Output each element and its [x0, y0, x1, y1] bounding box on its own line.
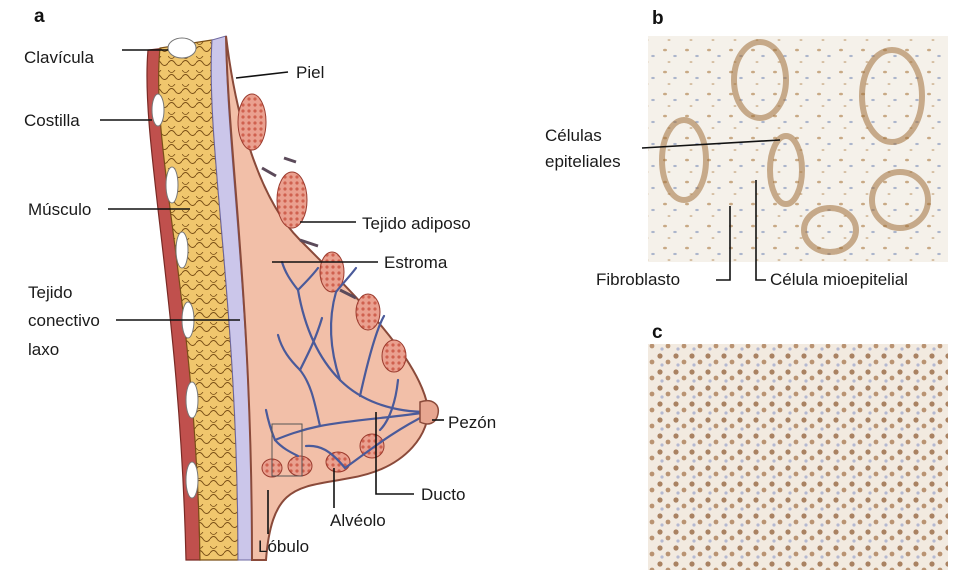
- label-musculo: Músculo: [28, 200, 91, 219]
- label-costilla: Costilla: [24, 111, 80, 130]
- panel-b-letter: b: [652, 8, 664, 29]
- label-alveolo: Alvéolo: [330, 511, 386, 530]
- label-ducto: Ducto: [421, 485, 465, 504]
- label-piel: Piel: [296, 63, 324, 82]
- micrograph-c: [648, 344, 948, 570]
- label-clavicula: Clavícula: [24, 48, 94, 67]
- label-celulas-epiteliales-1: Células: [545, 126, 602, 145]
- label-tejido-3: laxo: [28, 340, 59, 359]
- label-tejido-1: Tejido: [28, 283, 72, 302]
- label-tejido-adiposo: Tejido adiposo: [362, 214, 471, 233]
- label-celula-mioepitelial: Célula mioepitelial: [770, 270, 908, 289]
- label-tejido-2: conectivo: [28, 311, 100, 330]
- label-lobulo: Lóbulo: [258, 537, 309, 556]
- label-pezon: Pezón: [448, 413, 496, 432]
- panel-a-letter: a: [34, 6, 45, 27]
- breast-cross-section: [147, 36, 438, 560]
- label-celulas-epiteliales-2: epiteliales: [545, 152, 621, 171]
- label-estroma: Estroma: [384, 253, 448, 272]
- panel-c-letter: c: [652, 322, 663, 343]
- micrograph-b: [648, 36, 948, 262]
- label-fibroblasto: Fibroblasto: [596, 270, 680, 289]
